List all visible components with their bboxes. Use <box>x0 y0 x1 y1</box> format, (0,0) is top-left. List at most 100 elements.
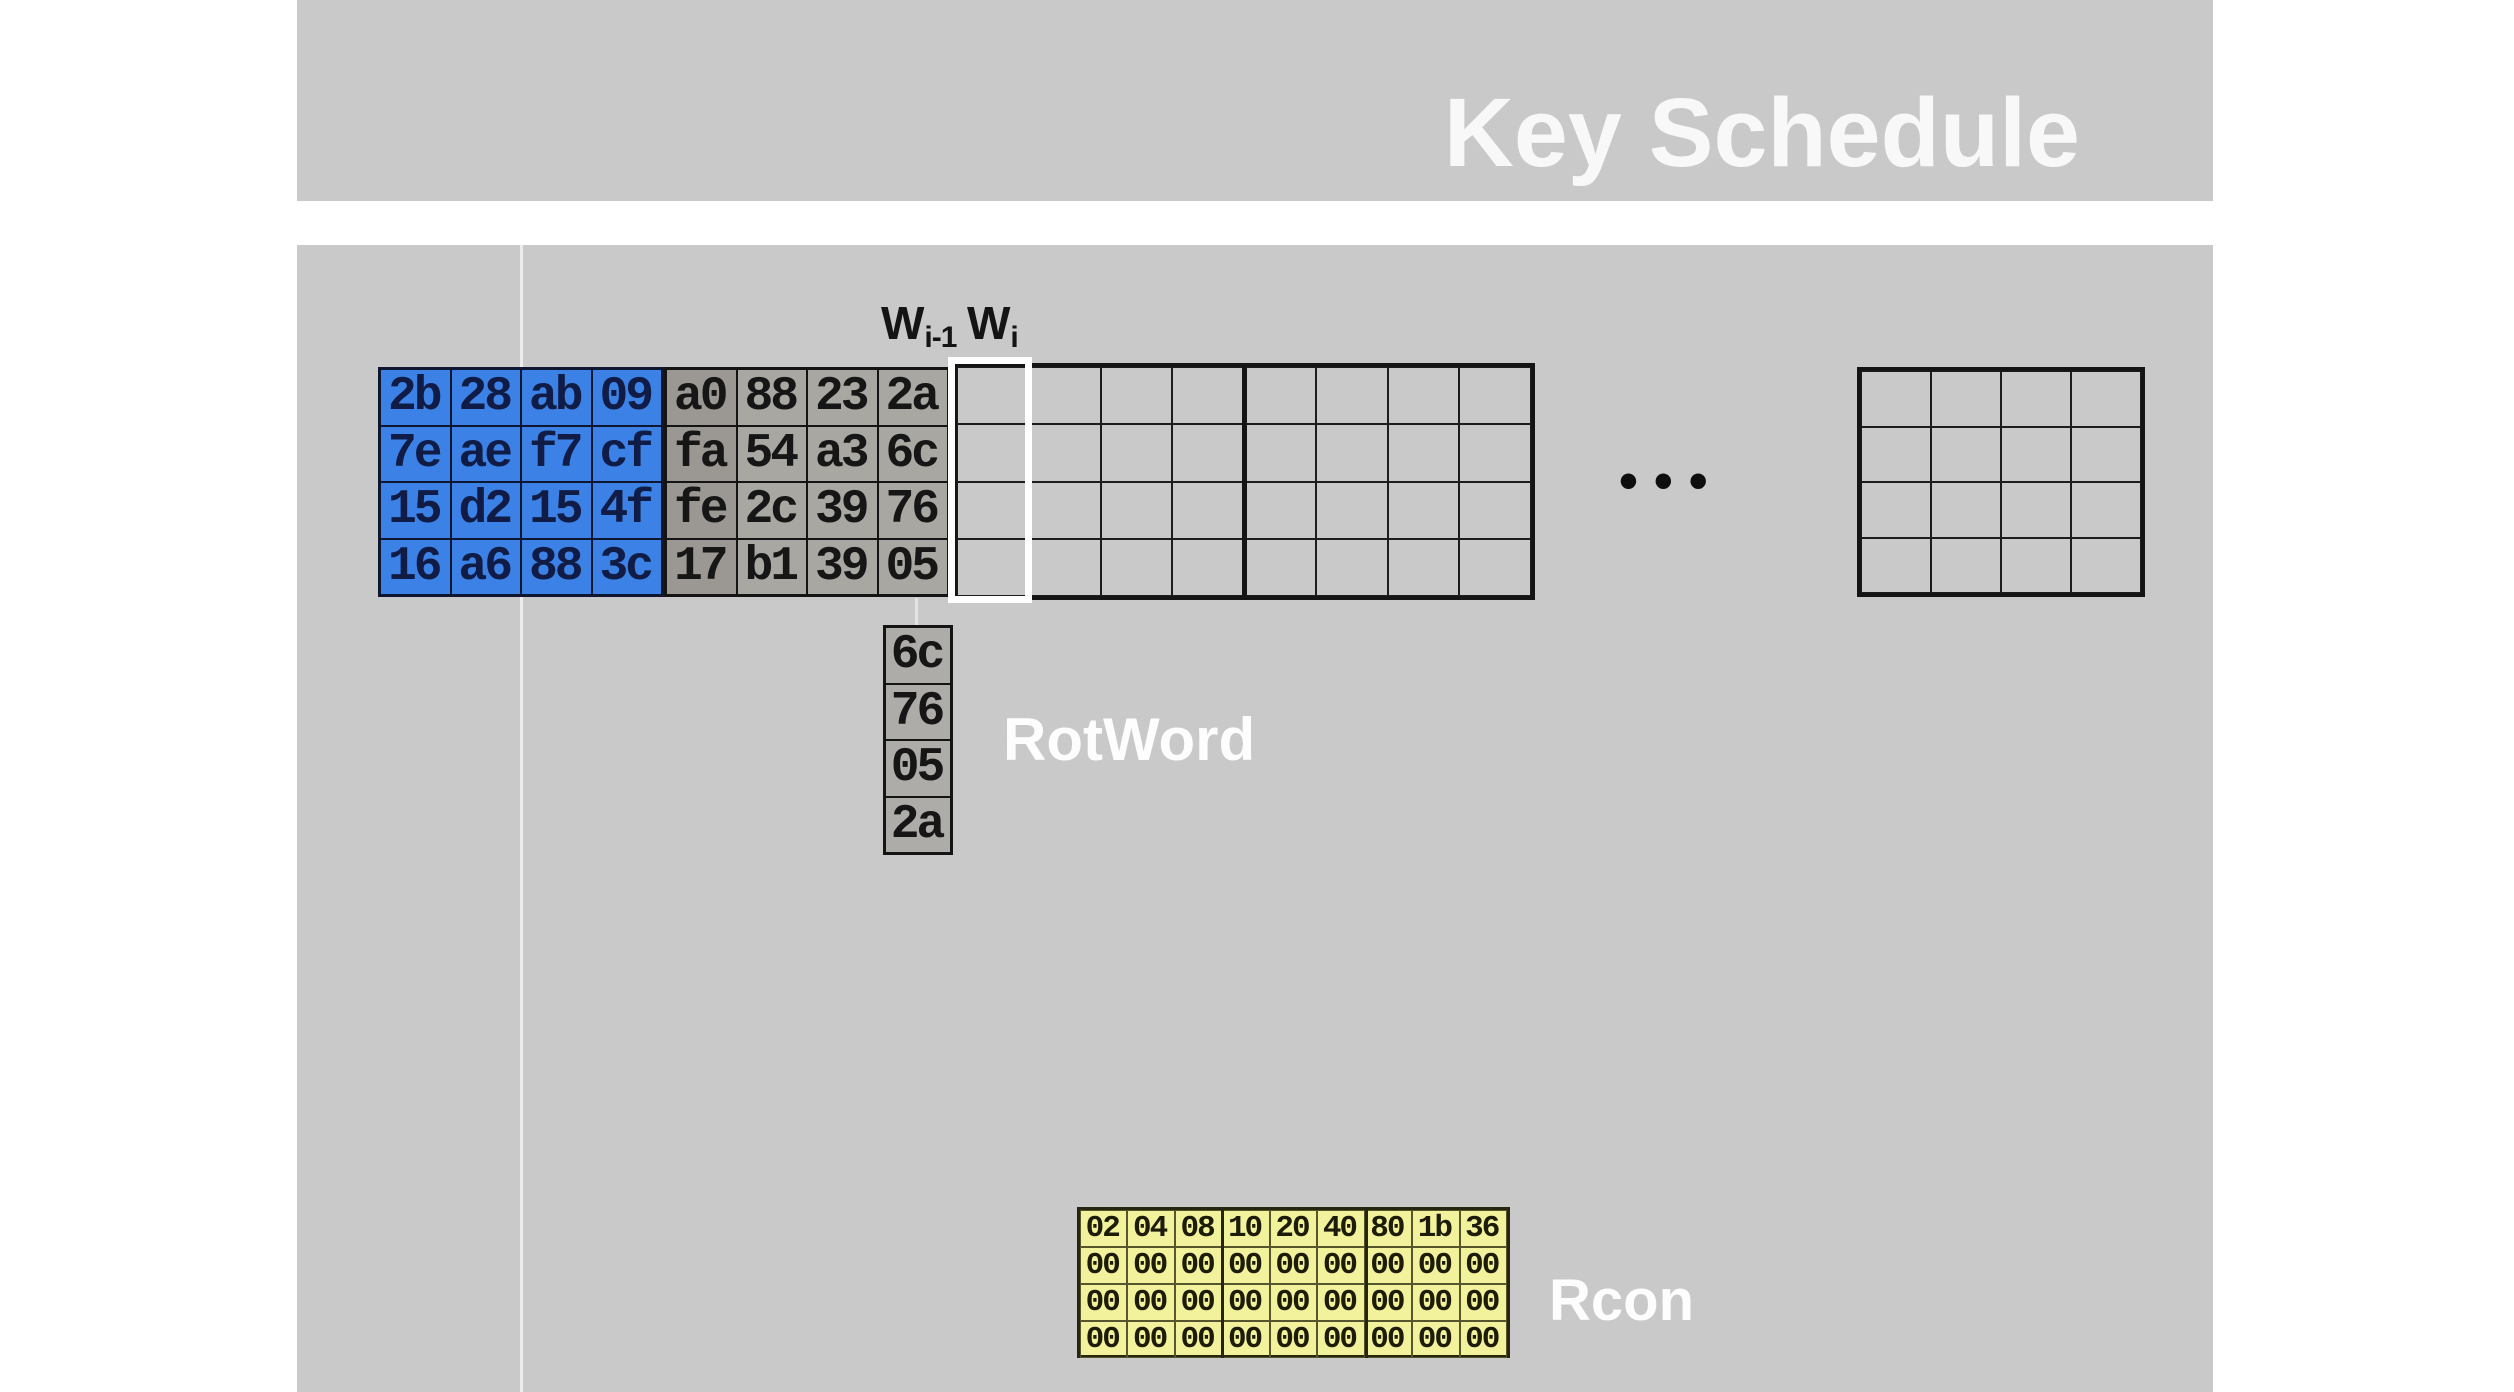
empty-cell <box>1387 538 1460 596</box>
matrix-cell: 2a <box>885 796 951 853</box>
w-prev-subscript: i-1 <box>924 321 957 354</box>
empty-cell <box>1028 538 1101 596</box>
empty-cell <box>1028 424 1101 482</box>
empty-cell <box>1028 367 1101 425</box>
empty-cell <box>1244 538 1316 596</box>
w-current-subscript: i <box>1010 321 1018 354</box>
current-word-highlight <box>948 357 1032 603</box>
matrix-cell: 00 <box>1127 1284 1175 1321</box>
matrix-cell: 02 <box>1080 1210 1128 1247</box>
matrix-cell: 00 <box>1080 1247 1128 1284</box>
matrix-cell: d2 <box>450 482 521 539</box>
matrix-cell: 39 <box>807 482 878 539</box>
ellipsis-dots: ••• <box>1619 451 1724 511</box>
matrix-cell: 6c <box>877 425 948 482</box>
matrix-cell: 28 <box>450 369 521 426</box>
empty-cell <box>1931 371 2001 427</box>
matrix-cell: 00 <box>1222 1284 1270 1321</box>
w-prev-base: W <box>881 297 925 349</box>
matrix-cell: 15 <box>521 482 592 539</box>
matrix-cell: 05 <box>877 538 948 595</box>
matrix-cell: 2b <box>380 369 451 426</box>
empty-cell <box>1100 538 1173 596</box>
matrix-cell: 10 <box>1222 1210 1270 1247</box>
empty-cell <box>1931 537 2001 593</box>
slide-title: Key Schedule <box>1443 78 2080 187</box>
empty-cell <box>2071 371 2141 427</box>
matrix-cell: b1 <box>736 538 807 595</box>
matrix-cell: 23 <box>807 369 878 426</box>
matrix-cell: 00 <box>1364 1321 1413 1358</box>
empty-cell <box>1315 424 1388 482</box>
empty-cell <box>1172 367 1244 425</box>
matrix-cell: 00 <box>1269 1321 1318 1358</box>
empty-cell <box>1028 481 1101 539</box>
matrix-cell: 08 <box>1174 1210 1223 1247</box>
matrix-cell: 00 <box>1317 1284 1365 1321</box>
matrix-cell: a6 <box>450 538 521 595</box>
rotword-label: RotWord <box>1003 706 1256 773</box>
empty-cell <box>1244 424 1316 482</box>
w-prev-label: Wi-1 <box>881 297 957 354</box>
empty-cell <box>1387 367 1460 425</box>
matrix-cell: f7 <box>521 425 592 482</box>
matrix-cell: 00 <box>1459 1321 1507 1358</box>
matrix-cell: 20 <box>1269 1210 1318 1247</box>
empty-cell <box>2001 482 2071 538</box>
empty-cell <box>1100 367 1173 425</box>
empty-cell <box>1244 367 1316 425</box>
empty-cell <box>1459 367 1531 425</box>
matrix-cell: 1b <box>1412 1210 1460 1247</box>
empty-cell <box>1244 481 1316 539</box>
rcon-label: Rcon <box>1549 1268 1694 1333</box>
rotword-connector-line <box>915 598 918 627</box>
matrix-cell: a0 <box>666 369 737 426</box>
matrix-cell: 88 <box>521 538 592 595</box>
matrix-cell: 00 <box>1364 1284 1413 1321</box>
matrix-cell: 00 <box>1269 1247 1318 1284</box>
matrix-cell: 00 <box>1174 1321 1223 1358</box>
matrix-cell: 2a <box>877 369 948 426</box>
matrix-cell: 39 <box>807 538 878 595</box>
future-words-grid <box>953 363 1535 600</box>
matrix-cell: 00 <box>1317 1321 1365 1358</box>
empty-cell <box>2001 371 2071 427</box>
matrix-cell: 16 <box>380 538 451 595</box>
matrix-cell: 04 <box>1127 1210 1175 1247</box>
final-round-key-grid <box>1857 367 2145 597</box>
matrix-cell: 7e <box>380 425 451 482</box>
matrix-cell: 09 <box>591 369 662 426</box>
empty-cell <box>1861 537 1931 593</box>
empty-cell <box>1172 481 1244 539</box>
empty-cell <box>1459 424 1531 482</box>
title-band: Key Schedule <box>297 0 2213 201</box>
empty-cell <box>1315 367 1388 425</box>
empty-cell <box>1100 481 1173 539</box>
matrix-cell: 00 <box>1412 1247 1460 1284</box>
matrix-cell: 00 <box>1364 1247 1413 1284</box>
matrix-cell: 00 <box>1080 1284 1128 1321</box>
matrix-cell: 3c <box>591 538 662 595</box>
matrix-cell: 00 <box>1080 1321 1128 1358</box>
matrix-cell: 00 <box>1127 1321 1175 1358</box>
empty-cell <box>1172 424 1244 482</box>
matrix-cell: 2c <box>736 482 807 539</box>
matrix-cell: 6c <box>885 627 951 684</box>
matrix-cell: 00 <box>1317 1247 1365 1284</box>
empty-cell <box>2071 537 2141 593</box>
empty-cell <box>2001 426 2071 482</box>
matrix-cell: 54 <box>736 425 807 482</box>
empty-cell <box>1100 424 1173 482</box>
w-current-label: Wi <box>967 300 1019 354</box>
empty-cell <box>1861 371 1931 427</box>
matrix-cell: 80 <box>1364 1210 1413 1247</box>
matrix-cell: 00 <box>1174 1247 1223 1284</box>
empty-cell <box>1315 538 1388 596</box>
matrix-cell: 40 <box>1317 1210 1365 1247</box>
empty-cell <box>1387 481 1460 539</box>
